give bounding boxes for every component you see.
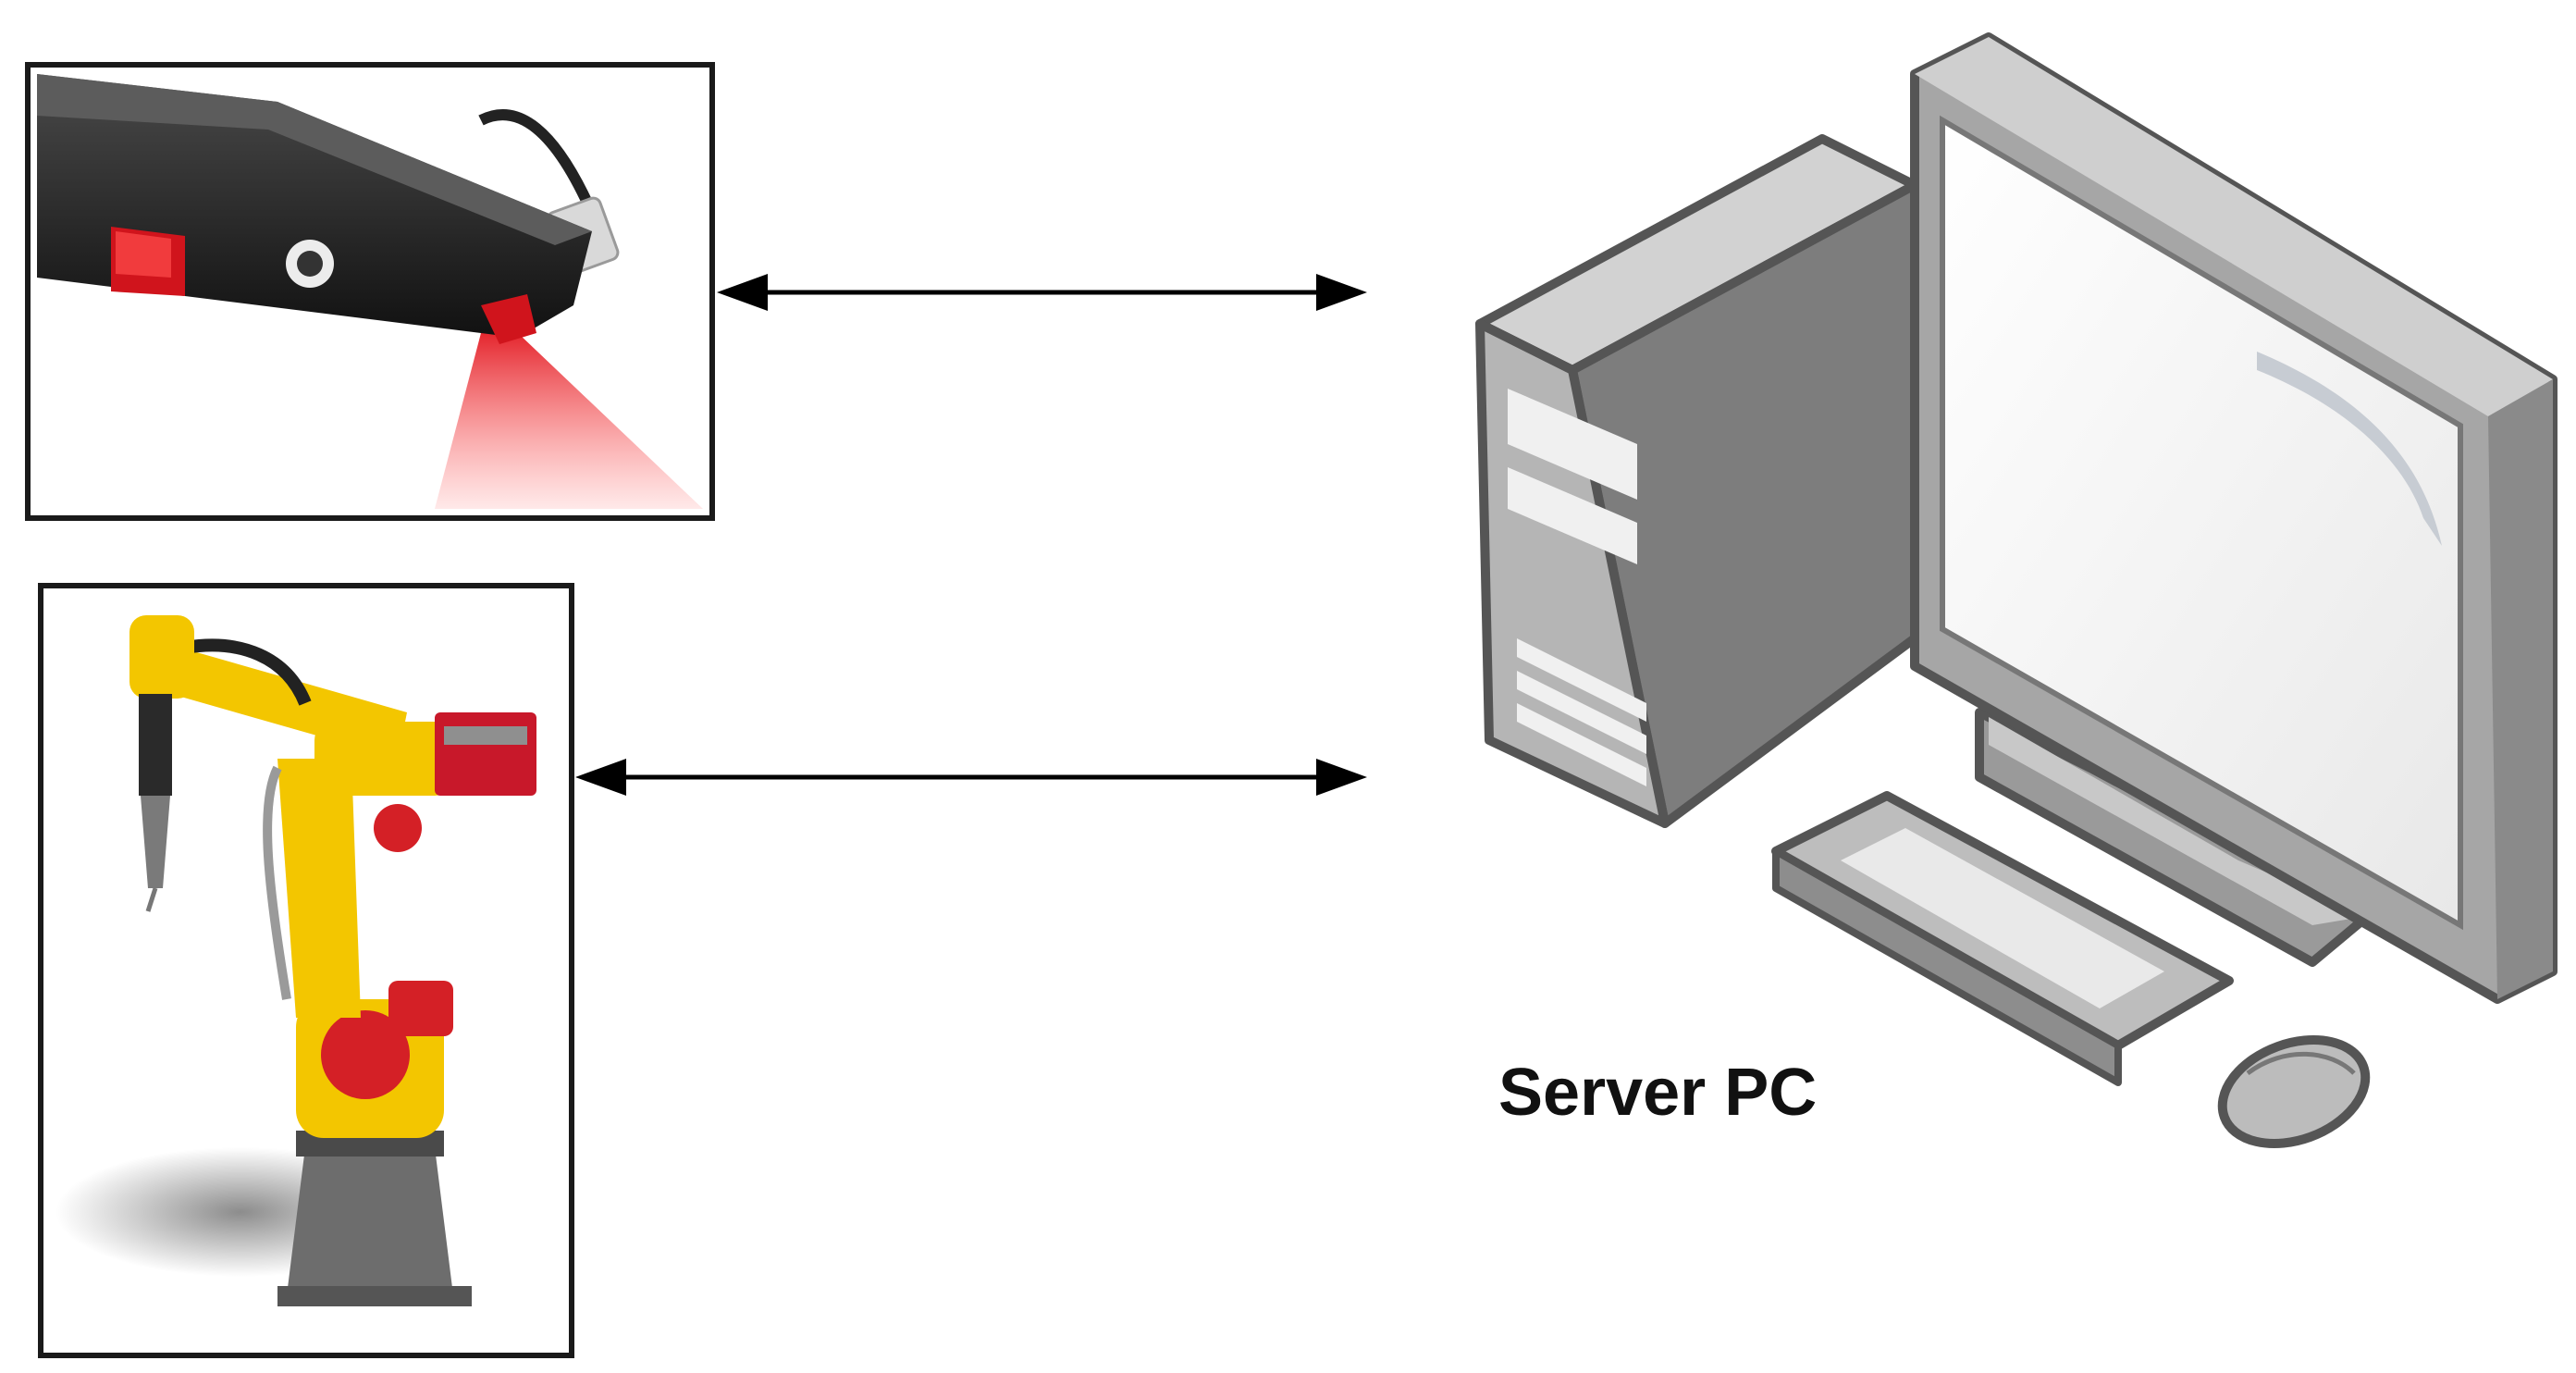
desktop-computer-icon — [1475, 32, 2558, 1149]
arrowhead-left-icon — [575, 759, 626, 796]
arrowhead-right-icon — [1316, 759, 1367, 796]
server-pc-node — [1475, 32, 2558, 1149]
laser-scanner-node — [25, 62, 715, 521]
welding-robot-node — [38, 583, 574, 1358]
arrowhead-left-icon — [717, 274, 768, 311]
laser-scanner-photo-icon — [37, 74, 703, 509]
edge-welding-robot-server — [575, 759, 1367, 796]
edge-laser-scanner-server — [717, 274, 1367, 311]
arrowhead-right-icon — [1316, 274, 1367, 311]
welding-robot-photo-icon — [55, 615, 536, 1306]
server-pc-label: Server PC — [1498, 1056, 1818, 1130]
